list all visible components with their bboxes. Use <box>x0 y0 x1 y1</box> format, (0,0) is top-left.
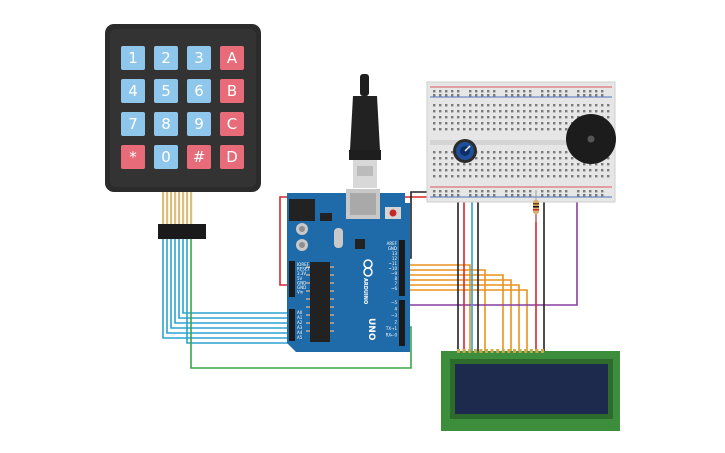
keypad-key-label: 1 <box>128 49 138 67</box>
keypad-key-2: 2 <box>154 46 178 70</box>
keypad-key-13: * <box>121 145 145 169</box>
keypad-key-9: 7 <box>121 112 145 136</box>
arduino-logo <box>363 259 373 277</box>
atmega-chip <box>310 262 330 342</box>
potentiometer <box>453 139 477 163</box>
analog-pin-label: A3 <box>297 325 303 330</box>
keypad-key-label: 8 <box>161 115 171 133</box>
lcd-header-pins <box>457 349 544 353</box>
power-pin-label: 5V <box>297 276 303 281</box>
lcd-display <box>441 349 620 431</box>
keypad-key-14: 0 <box>154 145 178 169</box>
keypad-key-label: 7 <box>128 115 138 133</box>
digital-pin-label: 4 <box>394 307 397 312</box>
analog-pin-label: A1 <box>297 315 303 320</box>
keypad-key-label: 6 <box>194 82 204 100</box>
digital-pin-label: 12 <box>392 256 398 261</box>
arduino-model: UNO <box>366 318 376 341</box>
power-header <box>289 261 295 297</box>
lcd-screen <box>455 364 608 414</box>
digital-header-2 <box>399 300 405 346</box>
power-pin-label: GND <box>297 280 306 285</box>
analog-pin-label: A0 <box>297 310 303 315</box>
piezo-buzzer <box>566 114 616 164</box>
digital-pin-label: 8 <box>394 276 397 281</box>
keypad-key-label: D <box>226 148 238 166</box>
digital-pin-label: ~6 <box>391 286 397 291</box>
keypad-key-label: # <box>193 148 206 166</box>
keypad-key-12: C <box>220 112 244 136</box>
keypad-key-label: B <box>227 82 237 100</box>
keypad-key-label: * <box>129 148 137 166</box>
digital-pin-label: GND <box>388 246 397 251</box>
analog-pin-label: A2 <box>297 320 303 325</box>
keypad-key-label: A <box>227 49 238 67</box>
digital-pin-label: TX→1 <box>385 326 398 331</box>
power-pin-label: Vin <box>297 290 304 295</box>
power-pin-label: 3.3V <box>297 271 306 276</box>
usb-cable <box>349 74 381 188</box>
digital-pin-label: ~11 <box>389 261 398 266</box>
keypad-key-16: D <box>220 145 244 169</box>
analog-pin-label: A4 <box>297 330 303 335</box>
digital-pin-label: ~10 <box>389 266 398 271</box>
keypad-key-5: 4 <box>121 79 145 103</box>
keypad-key-label: C <box>227 115 237 133</box>
power-pin-label: IOREF <box>297 262 310 267</box>
wires <box>162 168 607 369</box>
keypad-key-label: 9 <box>194 115 204 133</box>
keypad-key-label: 0 <box>161 148 171 166</box>
digital-header-1 <box>399 240 405 296</box>
keypad-wires <box>162 238 294 344</box>
keypad-connector-pins <box>162 192 193 224</box>
digital-pin-label: 7 <box>394 281 397 286</box>
keypad-key-8: B <box>220 79 244 103</box>
analog-header <box>289 309 295 341</box>
keypad-key-label: 4 <box>128 82 138 100</box>
analog-pin-label: A5 <box>297 335 303 340</box>
digital-pin-label: RX←0 <box>386 333 398 338</box>
keypad-keys: 1 2 3 A 4 5 6 B 7 8 9 C * 0 # D <box>121 46 244 169</box>
crystal <box>334 228 343 248</box>
keypad-key-7: 6 <box>187 79 211 103</box>
keypad-key-label: 2 <box>161 49 171 67</box>
keypad-key-label: 5 <box>161 82 171 100</box>
arduino-brand: ARDUINO <box>362 278 368 304</box>
keypad-key-4: A <box>220 46 244 70</box>
keypad-key-6: 5 <box>154 79 178 103</box>
keypad: 1 2 3 A 4 5 6 B 7 8 9 C * 0 # D <box>105 24 261 239</box>
lcd-data-wires <box>399 264 528 352</box>
power-pin-label: GND <box>297 285 306 290</box>
keypad-key-1: 1 <box>121 46 145 70</box>
keypad-key-3: 3 <box>187 46 211 70</box>
keypad-key-15: # <box>187 145 211 169</box>
digital-pin-label: 13 <box>392 251 398 256</box>
keypad-key-10: 8 <box>154 112 178 136</box>
power-pin-label: RESET <box>297 267 310 272</box>
power-jack <box>289 199 315 221</box>
resistor <box>533 190 539 222</box>
digital-pin-label: AREF <box>387 241 398 246</box>
digital-pin-label: ~5 <box>391 300 397 305</box>
digital-pin-label: ~3 <box>391 313 397 318</box>
digital-pin-label: ~9 <box>391 271 397 276</box>
keypad-connector <box>158 224 206 239</box>
keypad-key-11: 9 <box>187 112 211 136</box>
digital-pin-label: 2 <box>394 320 397 325</box>
keypad-key-label: 3 <box>194 49 204 67</box>
